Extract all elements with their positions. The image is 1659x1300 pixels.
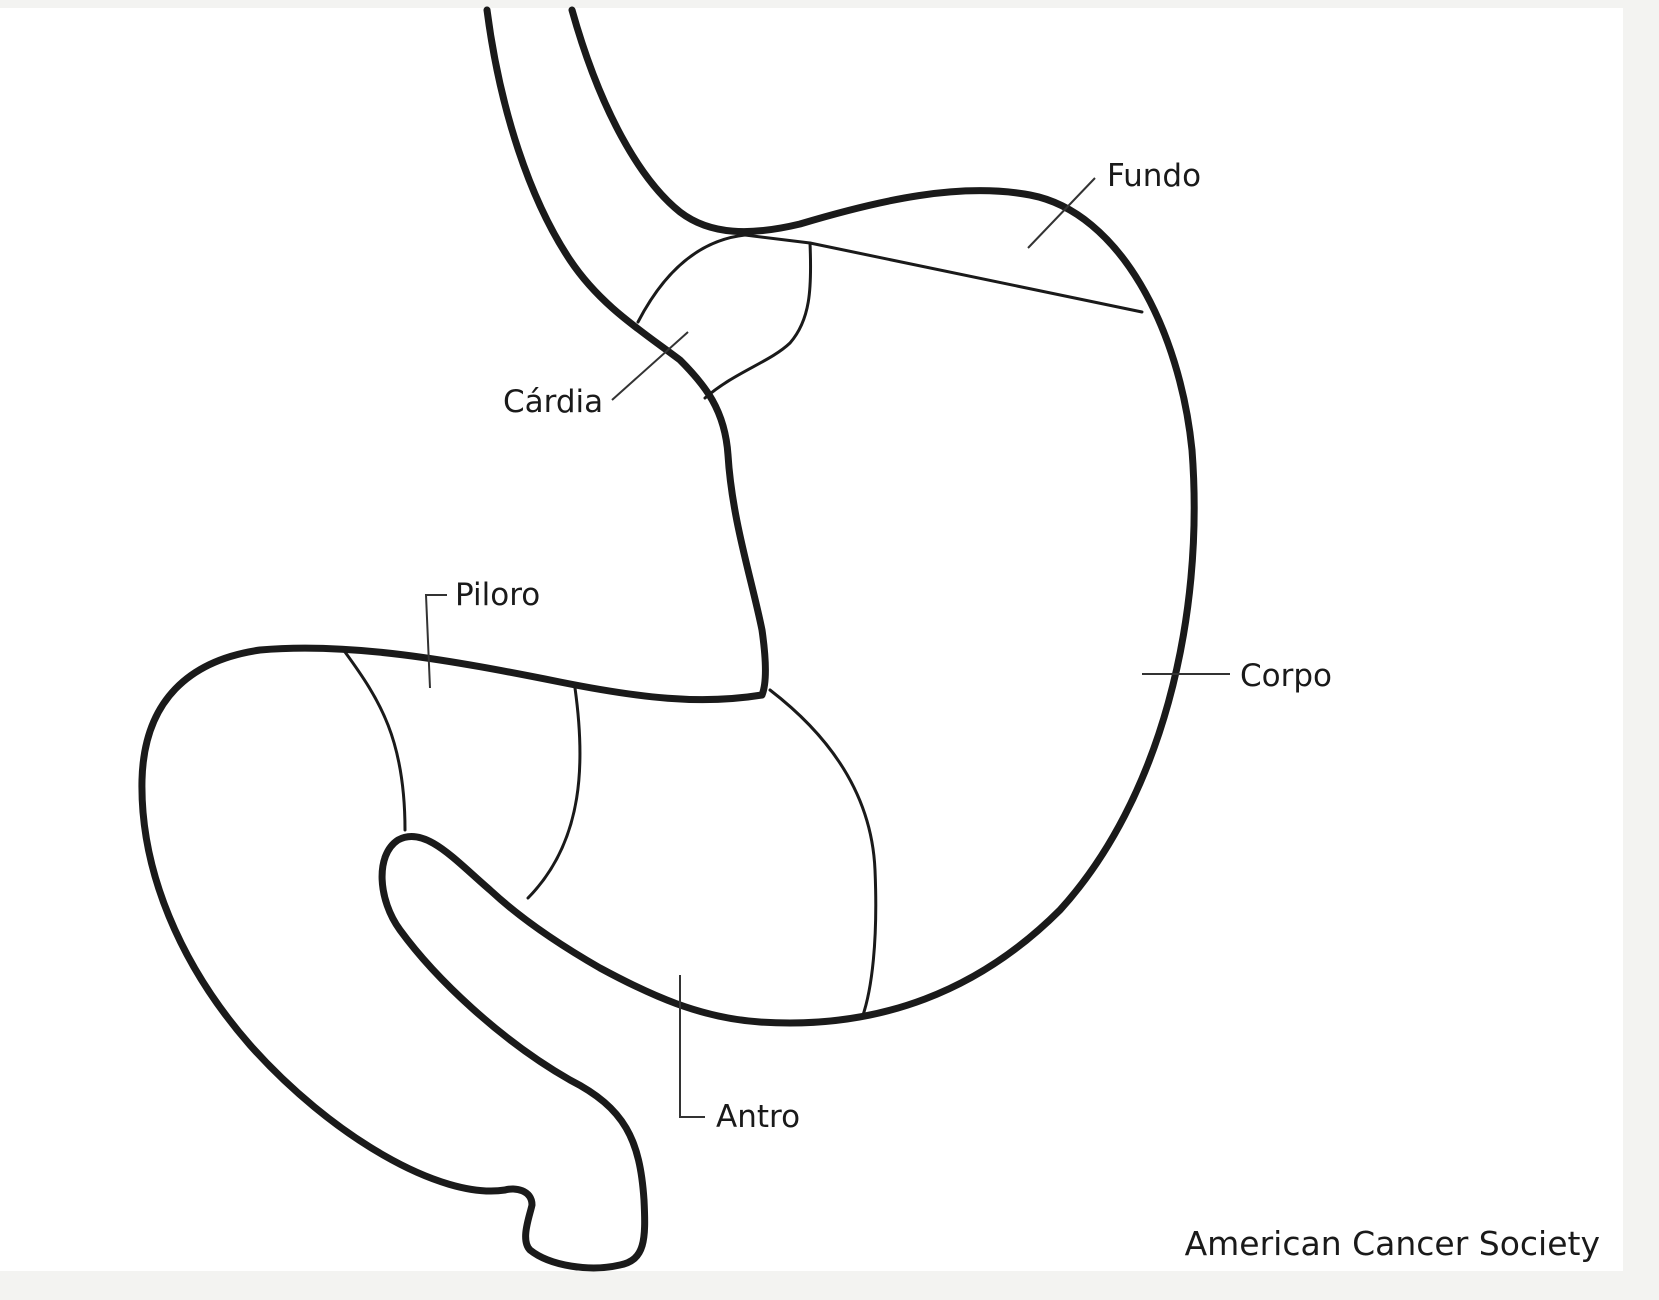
- fundus-label: Fundo: [1107, 158, 1201, 194]
- fundus-leader: [1027, 177, 1096, 249]
- cardia-outline: [636, 233, 813, 400]
- cardia-leader: [611, 331, 689, 401]
- body-label: Corpo: [1240, 658, 1332, 694]
- greater-curvature: [138, 6, 1198, 1272]
- esophagus-left-wall: [483, 6, 769, 699]
- antrum-label: Antro: [716, 1099, 800, 1135]
- pylorus-leader: [424, 594, 447, 689]
- antrum-body-boundary: [768, 688, 878, 1020]
- antrum-leader: [679, 975, 705, 1118]
- pylorus-label: Piloro: [455, 577, 540, 613]
- pylorus-left-boundary: [343, 650, 407, 832]
- fundus-boundary: [808, 241, 1144, 314]
- pylorus-right-boundary: [526, 686, 582, 900]
- credit-text: American Cancer Society: [1185, 1224, 1600, 1263]
- cardia-label: Cárdia: [503, 384, 603, 420]
